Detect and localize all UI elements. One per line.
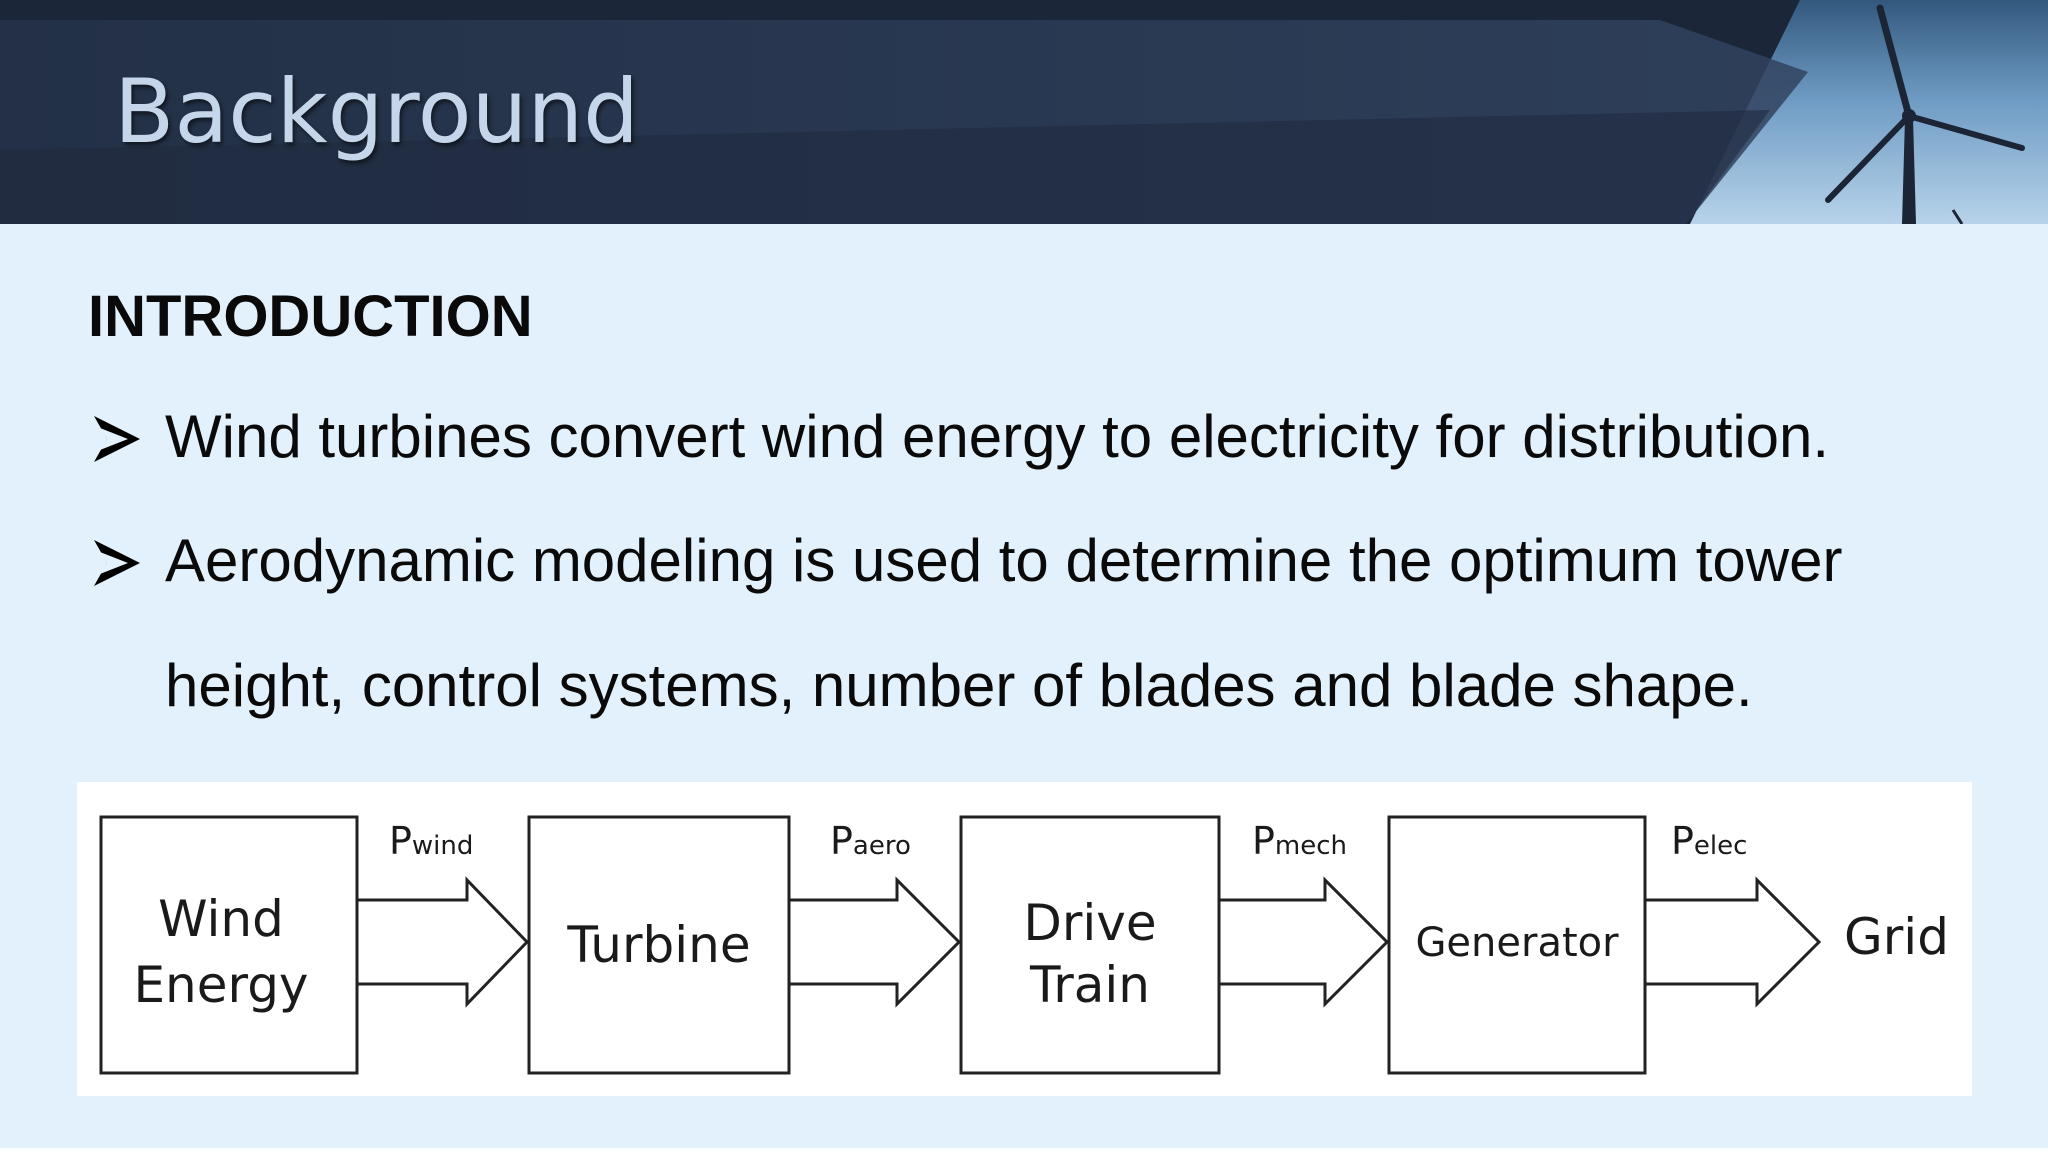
wind-turbine-icon: [1825, 4, 2025, 224]
drive-train-label-1: Drive: [1023, 894, 1156, 952]
bullet-2-text-line-1: Aerodynamic modeling is used to determin…: [165, 527, 1843, 594]
arrowhead-bullet-icon: [94, 540, 140, 586]
arrowhead-bullet-icon: [94, 416, 140, 462]
drive-train-label-2: Train: [1029, 956, 1150, 1014]
bullet-1-text: Wind turbines convert wind energy to ele…: [165, 403, 1830, 470]
power-flow-diagram: Wind Energy Turbine Drive Train Generato…: [77, 782, 1972, 1096]
section-heading: INTRODUCTION: [88, 284, 533, 349]
arrow-elec: [1643, 876, 1822, 1008]
sky-image: [1690, 0, 2048, 224]
turbine-label: Turbine: [566, 916, 750, 974]
power-aero-label: Paero: [830, 819, 911, 863]
grid-label: Grid: [1844, 908, 1949, 966]
wind-energy-label-2: Energy: [133, 956, 308, 1014]
power-wind-label: Pwind: [389, 819, 473, 863]
bullet-2-text-line-2: height, control systems, number of blade…: [165, 652, 1753, 719]
arrow-aero: [787, 876, 962, 1008]
slide-header: Background: [0, 0, 2048, 224]
arrow-wind: [355, 876, 530, 1008]
slide-title: Background: [114, 60, 639, 163]
power-elec-label: Pelec: [1671, 819, 1747, 863]
generator-label: Generator: [1415, 920, 1619, 966]
arrow-mech: [1217, 876, 1390, 1008]
power-mech-label: Pmech: [1252, 819, 1347, 863]
wind-energy-label-1: Wind: [158, 890, 284, 948]
bottom-strip: [0, 1148, 2048, 1152]
header-decoration: [0, 0, 2048, 224]
